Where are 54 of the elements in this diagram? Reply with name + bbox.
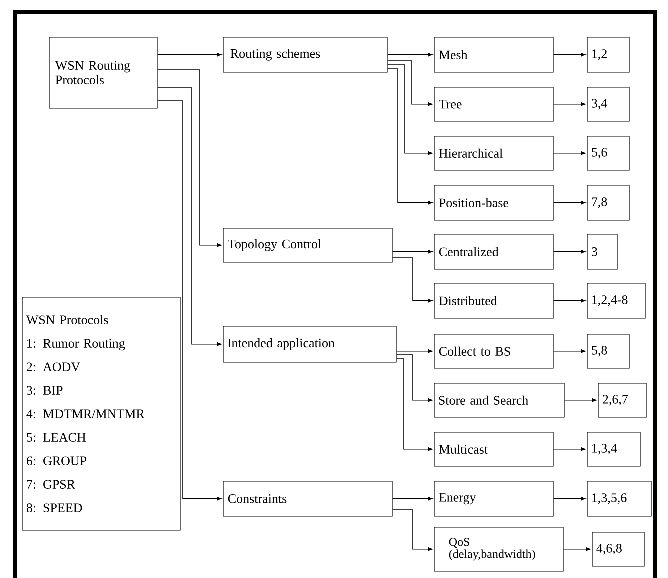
arrow bbox=[553, 52, 586, 57]
process-box: Multicast bbox=[434, 432, 554, 467]
number-box: 5,6 bbox=[587, 136, 630, 171]
category-box: WSN Routing Protocols bbox=[49, 37, 158, 109]
arrow bbox=[387, 60, 433, 106]
number-box: 1,2 bbox=[587, 37, 630, 73]
arrow bbox=[553, 496, 586, 501]
arrow bbox=[157, 100, 222, 501]
process-box: Distributed bbox=[434, 283, 554, 319]
arrow bbox=[387, 64, 433, 156]
key-box: WSN Protocols 1: Rumor Routing 2: AODV 3: BIP 4: MDTMR/MNTMR 5: LEACH 6: GROUP 7: GPSR 8: SPEED bbox=[22, 297, 181, 531]
arrow bbox=[553, 447, 586, 452]
arrow bbox=[157, 88, 222, 346]
arrow bbox=[392, 510, 433, 552]
arrow bbox=[553, 200, 586, 205]
category-box: Topology Control bbox=[223, 228, 393, 263]
number-box: 7,8 bbox=[587, 185, 630, 221]
number-box: 1,2,4-8 bbox=[587, 283, 646, 319]
process-box: QoS (delay,bandwidth) bbox=[434, 527, 564, 572]
number-box: 2,6,7 bbox=[598, 383, 647, 418]
process-box: Position-base bbox=[434, 185, 554, 221]
number-box: 1,3,5,6 bbox=[587, 481, 652, 517]
category-box: Constraints bbox=[223, 481, 393, 517]
arrow bbox=[157, 52, 222, 57]
process-box: Mesh bbox=[434, 37, 554, 73]
process-box: Hierarchical bbox=[434, 136, 554, 171]
process-box: Energy bbox=[434, 481, 554, 517]
arrow bbox=[563, 547, 591, 552]
arrow bbox=[396, 349, 433, 354]
process-box: Tree bbox=[434, 87, 554, 122]
arrow bbox=[553, 349, 586, 354]
category-box: Routing schemes bbox=[223, 37, 388, 73]
number-box: 3,4 bbox=[587, 87, 630, 122]
arrow bbox=[387, 52, 433, 57]
arrow bbox=[396, 358, 433, 452]
arrow bbox=[392, 496, 433, 501]
arrow bbox=[392, 258, 433, 303]
arrow bbox=[396, 354, 433, 402]
number-box: 4,6,8 bbox=[592, 532, 645, 567]
arrow bbox=[392, 250, 433, 254]
arrow bbox=[157, 70, 222, 248]
arrow bbox=[387, 68, 433, 205]
number-box: 3 bbox=[587, 234, 618, 270]
process-box: Collect to BS bbox=[434, 334, 554, 369]
arrow bbox=[553, 298, 586, 303]
arrow bbox=[553, 102, 586, 106]
arrow bbox=[553, 250, 586, 254]
arrow bbox=[553, 151, 586, 156]
process-box: Store and Search bbox=[434, 383, 565, 418]
category-box: Intended application bbox=[223, 326, 397, 363]
number-box: 1,3,4 bbox=[587, 432, 641, 467]
process-box: Centralized bbox=[434, 234, 554, 270]
number-box: 5,8 bbox=[587, 334, 630, 369]
arrow bbox=[564, 398, 597, 402]
